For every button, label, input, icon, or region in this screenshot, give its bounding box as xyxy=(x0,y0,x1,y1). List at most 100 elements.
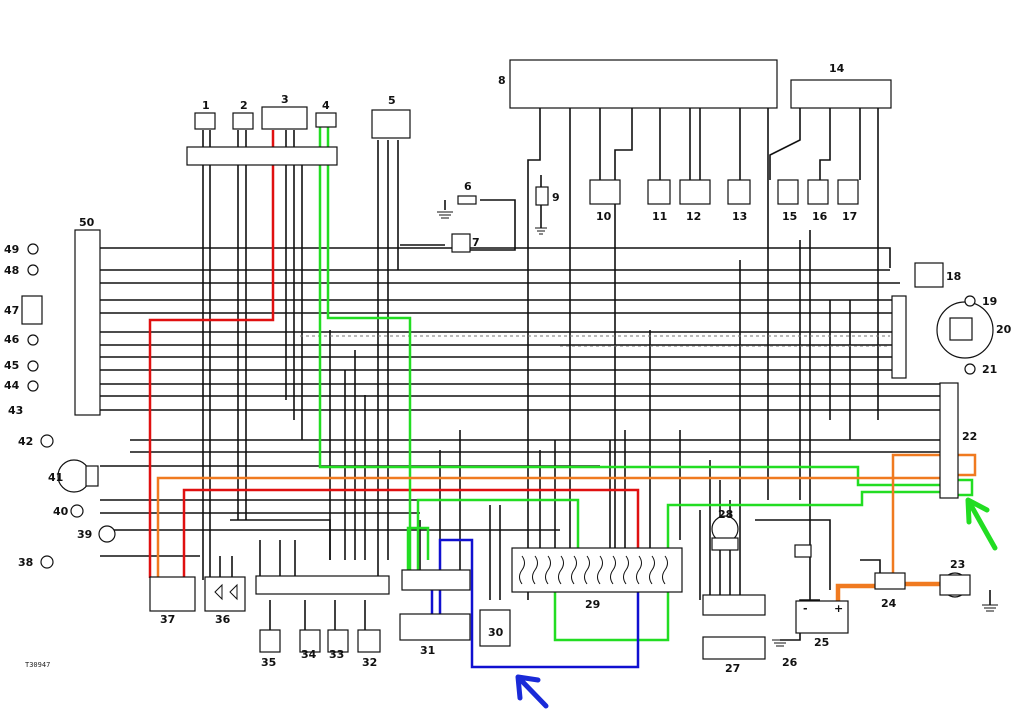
component-21-bulb xyxy=(964,363,976,375)
battery-negative-sign: - xyxy=(803,602,808,615)
label-component-12: 12 xyxy=(686,210,701,223)
label-component-3: 3 xyxy=(281,93,289,106)
component-30-unit xyxy=(479,609,511,647)
label-component-41: 41 xyxy=(48,471,63,484)
label-component-27: 27 xyxy=(725,662,740,675)
component-19-bulb xyxy=(964,295,976,307)
fuse-element xyxy=(597,555,603,585)
component-6-fuse xyxy=(457,195,477,205)
label-component-44: 44 xyxy=(4,379,20,392)
component-47-switch xyxy=(21,295,43,325)
component-28-plug xyxy=(711,537,739,551)
label-component-40: 40 xyxy=(53,505,69,518)
orange-wire-relay24-connector22 xyxy=(891,453,977,573)
components xyxy=(21,59,998,660)
green-wire-connector31-fusebox29 xyxy=(416,498,580,570)
fuse-element xyxy=(532,555,538,585)
label-component-8: 8 xyxy=(498,74,506,87)
label-component-17: 17 xyxy=(842,210,857,223)
fuse-element xyxy=(584,555,590,585)
component-16-coil xyxy=(807,179,829,205)
component-15-coil xyxy=(777,179,799,205)
fuse-element xyxy=(519,555,525,585)
label-component-33: 33 xyxy=(329,648,344,661)
label-component-49: 49 xyxy=(4,243,19,256)
top-harness-connector xyxy=(186,146,338,166)
green-arrow xyxy=(965,497,998,551)
label-component-25: 25 xyxy=(814,636,829,649)
green-wire-connector31-loop xyxy=(406,526,430,570)
label-component-2: 2 xyxy=(240,99,248,112)
battery-positive-sign: + xyxy=(834,602,843,615)
fuse-element xyxy=(610,555,616,585)
component-35-switch xyxy=(259,629,281,653)
lower-harness-connector xyxy=(255,575,390,595)
green-wire-switch4-connector31 xyxy=(326,122,412,570)
green-wire-fusebox29-connector22 xyxy=(553,490,945,642)
component-34-switch xyxy=(299,629,321,653)
right-connector-headlamp xyxy=(891,295,907,379)
component-5-unit xyxy=(371,109,411,139)
component-42-bulb xyxy=(40,434,54,448)
ground-symbol-23 xyxy=(982,604,998,612)
label-component-36: 36 xyxy=(215,613,231,626)
ground-symbol-26 xyxy=(772,639,788,647)
fuse-element xyxy=(649,555,655,585)
label-component-50: 50 xyxy=(79,216,95,229)
component-29-fusebox xyxy=(511,547,683,593)
ground-symbol-6 xyxy=(437,211,453,219)
blue-arrow xyxy=(515,674,549,709)
component-20-socket xyxy=(949,317,973,341)
component-23-body xyxy=(939,574,971,596)
fuse-element xyxy=(662,555,668,585)
component-11-sensor xyxy=(647,179,671,205)
label-component-10: 10 xyxy=(596,210,612,223)
screen-lines xyxy=(300,335,890,347)
label-component-28: 28 xyxy=(718,508,733,521)
component-27-unit xyxy=(702,636,766,660)
component-22-connector xyxy=(939,382,959,499)
label-component-5: 5 xyxy=(388,94,396,107)
annotation-arrows xyxy=(515,497,998,709)
component-13-sensor xyxy=(727,179,751,205)
label-component-7: 7 xyxy=(472,236,480,249)
main-fuse xyxy=(794,544,812,558)
component-49-bulb xyxy=(27,243,39,255)
label-component-4: 4 xyxy=(322,99,330,112)
label-component-47: 47 xyxy=(4,304,19,317)
black-wires xyxy=(100,108,991,641)
label-component-29: 29 xyxy=(585,598,600,611)
label-component-31: 31 xyxy=(420,644,435,657)
component-27-connector xyxy=(702,594,766,616)
highlight-green xyxy=(318,122,974,642)
label-component-30: 30 xyxy=(488,626,504,639)
label-component-45: 45 xyxy=(4,359,19,372)
component-38-bulb xyxy=(40,555,54,569)
red-wire-switch3-relay37 xyxy=(148,130,275,578)
component-31-connector-upper xyxy=(401,569,471,591)
label-component-23: 23 xyxy=(950,558,965,571)
green-wire-switch4-connector22 xyxy=(318,122,945,487)
component-48-bulb xyxy=(27,264,39,276)
component-45-bulb xyxy=(27,360,39,372)
label-component-48: 48 xyxy=(4,264,19,277)
label-component-11: 11 xyxy=(652,210,667,223)
label-component-43: 43 xyxy=(8,404,23,417)
label-component-35: 35 xyxy=(261,656,276,669)
component-7-capacitor xyxy=(451,233,471,253)
component-18-switch xyxy=(914,262,944,288)
component-9-diode xyxy=(535,186,549,206)
label-component-39: 39 xyxy=(77,528,92,541)
label-component-24: 24 xyxy=(881,597,897,610)
highlight-orange xyxy=(156,453,977,603)
component-12-sensor xyxy=(679,179,711,205)
component-1-switch xyxy=(194,112,216,130)
fuse-element xyxy=(636,555,642,585)
orange-wire-battery25-relay24 xyxy=(835,583,875,603)
label-component-1: 1 xyxy=(202,99,210,112)
label-component-26: 26 xyxy=(782,656,798,669)
component-40-bulb xyxy=(70,504,84,518)
component-32-switch xyxy=(357,629,381,653)
